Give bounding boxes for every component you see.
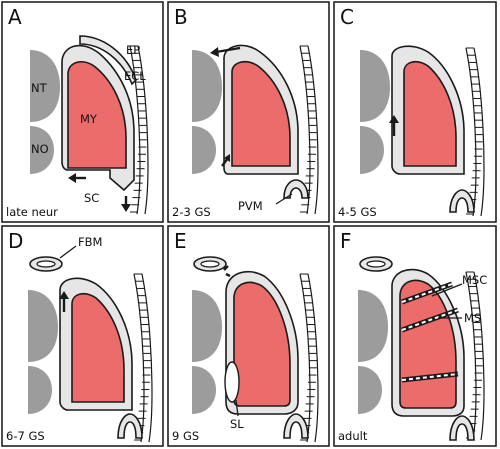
label-ep: EP bbox=[126, 43, 140, 57]
arrow-left bbox=[215, 46, 241, 54]
neural-tube bbox=[358, 290, 388, 362]
arrowhead bbox=[210, 47, 219, 57]
epidermis bbox=[129, 45, 149, 215]
panel-f: F MSC MS adult bbox=[333, 225, 497, 447]
neural-tube bbox=[28, 290, 58, 362]
stage-label: 6-7 GS bbox=[6, 429, 45, 443]
epidermis bbox=[299, 273, 319, 443]
pvm-shape bbox=[117, 413, 143, 439]
panel-d: D FBM 6-7 GS bbox=[1, 225, 164, 447]
arrowhead bbox=[224, 154, 230, 162]
panel-letter: F bbox=[340, 229, 352, 253]
label-ecl: ECL bbox=[124, 69, 146, 83]
stage-label: 9 GS bbox=[172, 429, 199, 443]
pvm-shape bbox=[449, 415, 475, 441]
neural-tube bbox=[360, 50, 390, 122]
pvm-leader bbox=[275, 193, 293, 205]
stage-label: 4-5 GS bbox=[338, 205, 377, 219]
myoseptum-1-dash bbox=[401, 283, 453, 303]
arrowhead bbox=[389, 115, 399, 123]
arrowhead bbox=[68, 173, 76, 183]
stage-label: 2-3 GS bbox=[172, 205, 211, 219]
label-nt: NT bbox=[31, 81, 48, 95]
notochord bbox=[358, 366, 382, 414]
pvm-shape bbox=[449, 189, 475, 213]
label-no: NO bbox=[31, 142, 49, 156]
stage-label: adult bbox=[338, 429, 368, 443]
myoseptum-2-dash bbox=[401, 309, 459, 331]
fbm-lumen bbox=[36, 260, 56, 268]
label-pvm: PVM bbox=[238, 199, 263, 213]
label-sc: SC bbox=[84, 191, 99, 205]
sl-shape bbox=[224, 361, 240, 403]
myoseptum-3-dash bbox=[401, 373, 459, 381]
arrowhead bbox=[59, 291, 69, 299]
notochord bbox=[192, 126, 216, 174]
panel-b: B PVM 2-3 GS bbox=[167, 1, 330, 223]
epidermis bbox=[299, 45, 319, 215]
label-msc: MSC bbox=[462, 273, 487, 287]
fbm-lumen bbox=[366, 260, 386, 268]
sl-leader bbox=[235, 399, 239, 417]
arrow-in-b bbox=[225, 272, 231, 278]
label-fbm: FBM bbox=[78, 235, 102, 249]
panel-letter: A bbox=[8, 5, 22, 29]
stage-label: late neur bbox=[6, 205, 58, 219]
panel-c: C 4-5 GS bbox=[333, 1, 497, 223]
panel-letter: C bbox=[340, 5, 354, 29]
notochord bbox=[28, 366, 52, 414]
ecl-outer bbox=[79, 35, 137, 86]
panel-letter: E bbox=[174, 229, 187, 253]
notochord bbox=[30, 126, 54, 174]
panel-letter: B bbox=[174, 5, 188, 29]
myotome bbox=[71, 292, 125, 403]
panel-letter: D bbox=[8, 229, 23, 253]
label-sl: SL bbox=[230, 417, 244, 431]
fbm-leader bbox=[59, 245, 77, 259]
pvm-shape bbox=[283, 179, 309, 199]
fbm-lumen bbox=[200, 260, 220, 268]
label-my: MY bbox=[80, 112, 98, 126]
panel-e: E SL 9 GS bbox=[167, 225, 330, 447]
neural-tube bbox=[192, 50, 222, 122]
pvm-shape bbox=[283, 413, 309, 439]
epidermis bbox=[465, 271, 485, 441]
arrowhead bbox=[121, 204, 131, 212]
arrow-in-a bbox=[223, 265, 229, 271]
msc-leader bbox=[431, 283, 463, 297]
notochord bbox=[192, 366, 216, 414]
epidermis bbox=[133, 273, 153, 443]
myotome bbox=[403, 60, 457, 167]
myotome bbox=[231, 60, 291, 167]
myotome bbox=[67, 61, 127, 169]
panel-a: A NT NO MY EP ECL SC late neur bbox=[1, 1, 164, 223]
label-ms: MS bbox=[464, 311, 481, 325]
notochord bbox=[360, 126, 384, 174]
neural-tube bbox=[192, 290, 222, 362]
neural-tube bbox=[30, 50, 60, 122]
